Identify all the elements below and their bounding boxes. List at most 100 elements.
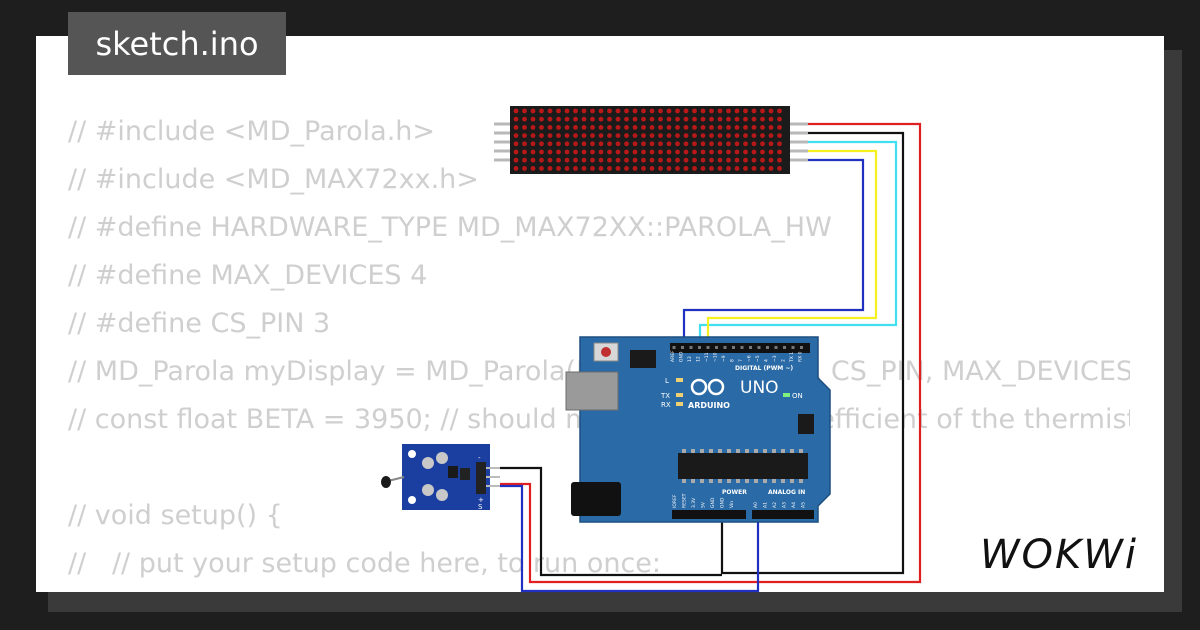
header-pin[interactable] — [698, 346, 701, 349]
matrix-led — [717, 149, 723, 155]
ntc-temperature-sensor[interactable]: - + S — [381, 444, 500, 511]
chip-pin — [763, 479, 767, 483]
matrix-led — [683, 149, 689, 155]
sensor-pin-gnd-label: - — [478, 454, 481, 462]
matrix-led — [700, 133, 706, 139]
matrix-led — [717, 125, 723, 130]
matrix-led — [666, 157, 672, 163]
top-pin-label: AREF — [670, 350, 676, 362]
matrix-led — [649, 108, 655, 114]
matrix-led — [768, 149, 774, 155]
matrix-led — [717, 108, 723, 114]
bottom-pin-label: GND — [710, 497, 716, 508]
chip-pin — [754, 479, 758, 483]
chip-pin — [763, 449, 767, 453]
wire-blue-sensor-signal[interactable] — [500, 484, 760, 593]
matrix-led — [522, 116, 527, 122]
matrix-led — [539, 157, 544, 163]
bottom-pin-label: IOREF — [672, 494, 678, 508]
matrix-led — [598, 166, 604, 171]
matrix-led — [751, 133, 757, 139]
matrix-led — [539, 116, 544, 122]
matrix-led — [777, 125, 782, 130]
matrix-led — [624, 108, 629, 114]
matrix-led — [615, 125, 621, 130]
header-pin[interactable] — [715, 346, 718, 349]
chip-pin — [745, 449, 749, 453]
matrix-led — [547, 133, 553, 139]
matrix-led — [513, 125, 519, 130]
header-pin[interactable] — [783, 346, 786, 349]
header-pin[interactable] — [774, 346, 778, 349]
matrix-led — [649, 157, 655, 163]
matrix-led — [649, 125, 655, 130]
header-pin[interactable] — [749, 346, 752, 349]
matrix-led — [641, 157, 646, 163]
header-pin[interactable] — [800, 346, 803, 349]
matrix-led — [726, 108, 731, 114]
wire-blue-clk[interactable] — [682, 158, 865, 348]
matrix-led — [700, 149, 706, 155]
code-line: // #define MAX_DEVICES 4 — [68, 260, 428, 291]
matrix-led — [530, 149, 536, 155]
matrix-led — [590, 116, 595, 122]
matrix-led — [768, 116, 774, 122]
matrix-led — [598, 149, 604, 155]
top-pin-label: TX 1 — [789, 352, 795, 363]
matrix-led — [777, 116, 782, 122]
wire-yellow-cs[interactable] — [706, 149, 878, 348]
header-pin[interactable] — [706, 346, 710, 349]
board-model: UNO — [740, 378, 779, 398]
matrix-led — [615, 157, 621, 163]
led-l — [676, 378, 683, 382]
matrix-led — [564, 108, 570, 114]
matrix-led — [539, 133, 544, 139]
chip-pin — [700, 479, 704, 483]
matrix-led — [556, 157, 561, 163]
wire-black-sensor-gnd[interactable] — [500, 466, 722, 577]
led-on — [783, 393, 790, 397]
matrix-led — [683, 125, 689, 130]
matrix-led — [573, 116, 578, 122]
matrix-led — [734, 157, 740, 163]
header-pin[interactable] — [689, 346, 693, 349]
header-pin[interactable] — [672, 346, 676, 349]
header-pin[interactable] — [732, 346, 735, 349]
matrix-led — [751, 125, 757, 130]
header-pin[interactable] — [681, 346, 684, 349]
matrix-led — [649, 141, 655, 147]
matrix-led — [658, 116, 663, 122]
matrix-led — [768, 133, 774, 139]
matrix-led — [573, 125, 578, 130]
header-pin[interactable] — [757, 346, 761, 349]
matrix-led — [573, 149, 578, 155]
header-pin[interactable] — [723, 346, 727, 349]
matrix-led — [556, 116, 561, 122]
chip-pin — [700, 449, 704, 453]
matrix-led — [709, 149, 714, 155]
matrix-led — [760, 157, 765, 163]
matrix-led — [598, 157, 604, 163]
matrix-led — [564, 141, 570, 147]
matrix-led — [683, 141, 689, 147]
wire-cyan-din[interactable] — [698, 140, 898, 348]
chip-pin — [781, 449, 785, 453]
matrix-led — [675, 125, 680, 130]
header-pin[interactable] — [791, 346, 795, 349]
header-pin[interactable] — [740, 346, 744, 349]
led-matrix[interactable] — [510, 106, 790, 174]
matrix-led — [683, 166, 689, 171]
matrix-led — [675, 166, 680, 171]
matrix-led — [624, 133, 629, 139]
matrix-led — [607, 116, 612, 122]
digital-header — [670, 343, 810, 353]
wire-black-gnd[interactable] — [720, 131, 905, 575]
matrix-led — [632, 125, 638, 130]
bottom-pin-label: A2 — [772, 502, 778, 508]
matrix-led — [726, 133, 731, 139]
matrix-led — [598, 116, 604, 122]
matrix-led — [734, 133, 740, 139]
header-pin[interactable] — [766, 346, 769, 349]
wire-red-vcc[interactable] — [500, 122, 922, 584]
